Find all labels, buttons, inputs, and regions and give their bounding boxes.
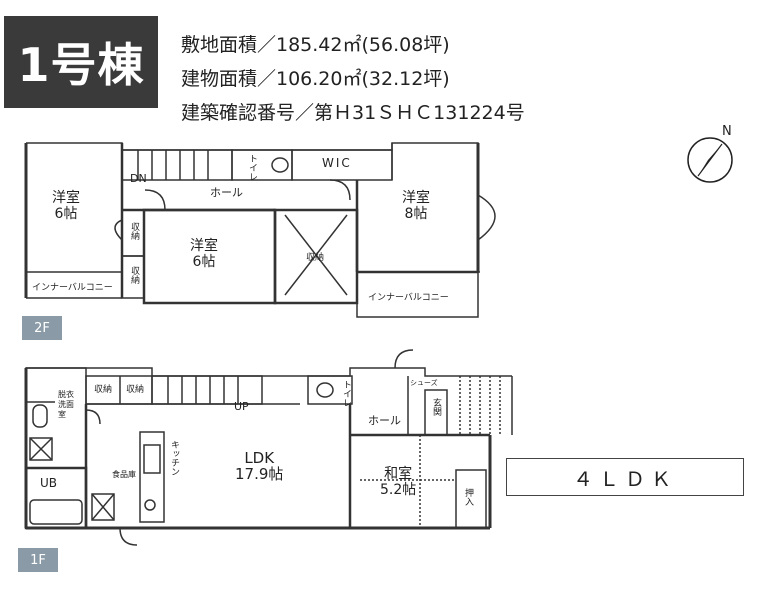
room-storage-1f-b: 収納	[126, 385, 145, 395]
compass-north-label: N	[722, 124, 732, 139]
layout-type-box: ４ＬＤＫ	[506, 458, 744, 496]
room-hall-1f: ホール	[368, 414, 401, 427]
room-entrance: 玄関	[431, 398, 441, 416]
room-unit-bath: UB	[40, 476, 58, 490]
building-badge: 1号棟	[4, 16, 158, 108]
floor-area-text: 建物面積／106.20㎡(32.12坪)	[181, 68, 450, 90]
room-storage-2f: 収納	[306, 253, 325, 263]
room-toilet-1f: トイレ	[341, 380, 351, 407]
room-closet-1: 収納	[129, 222, 139, 240]
room-closet-2: 収納	[129, 266, 139, 284]
room-toilet-2f: トイレ	[247, 154, 257, 181]
room-shoe: シューズ	[410, 379, 438, 387]
floor-label-2f: 2F	[22, 316, 62, 340]
room-dressing: 脱衣洗面室	[58, 390, 74, 419]
permit-number-text: 建築確認番号／第Ｈ31ＳＨＣ131224号	[181, 102, 525, 124]
stair-up-label: UP	[234, 400, 249, 413]
inner-balcony-right: インナーバルコニー	[368, 293, 449, 303]
room-kitchen: キッチン	[169, 440, 179, 476]
room-pantry: 食品庫	[112, 470, 136, 479]
room-closet-1f: 押入	[463, 488, 473, 506]
room-wic: WIC	[322, 156, 352, 170]
inner-balcony-left: インナーバルコニー	[32, 283, 113, 293]
stair-down-label: DN	[130, 172, 147, 185]
floor-label-1f: 1F	[18, 548, 58, 572]
site-area-text: 敷地面積／185.42㎡(56.08坪)	[181, 34, 450, 56]
room-hall-2f: ホール	[210, 186, 243, 199]
compass-icon	[687, 137, 733, 183]
room-storage-1f-a: 収納	[94, 385, 113, 395]
